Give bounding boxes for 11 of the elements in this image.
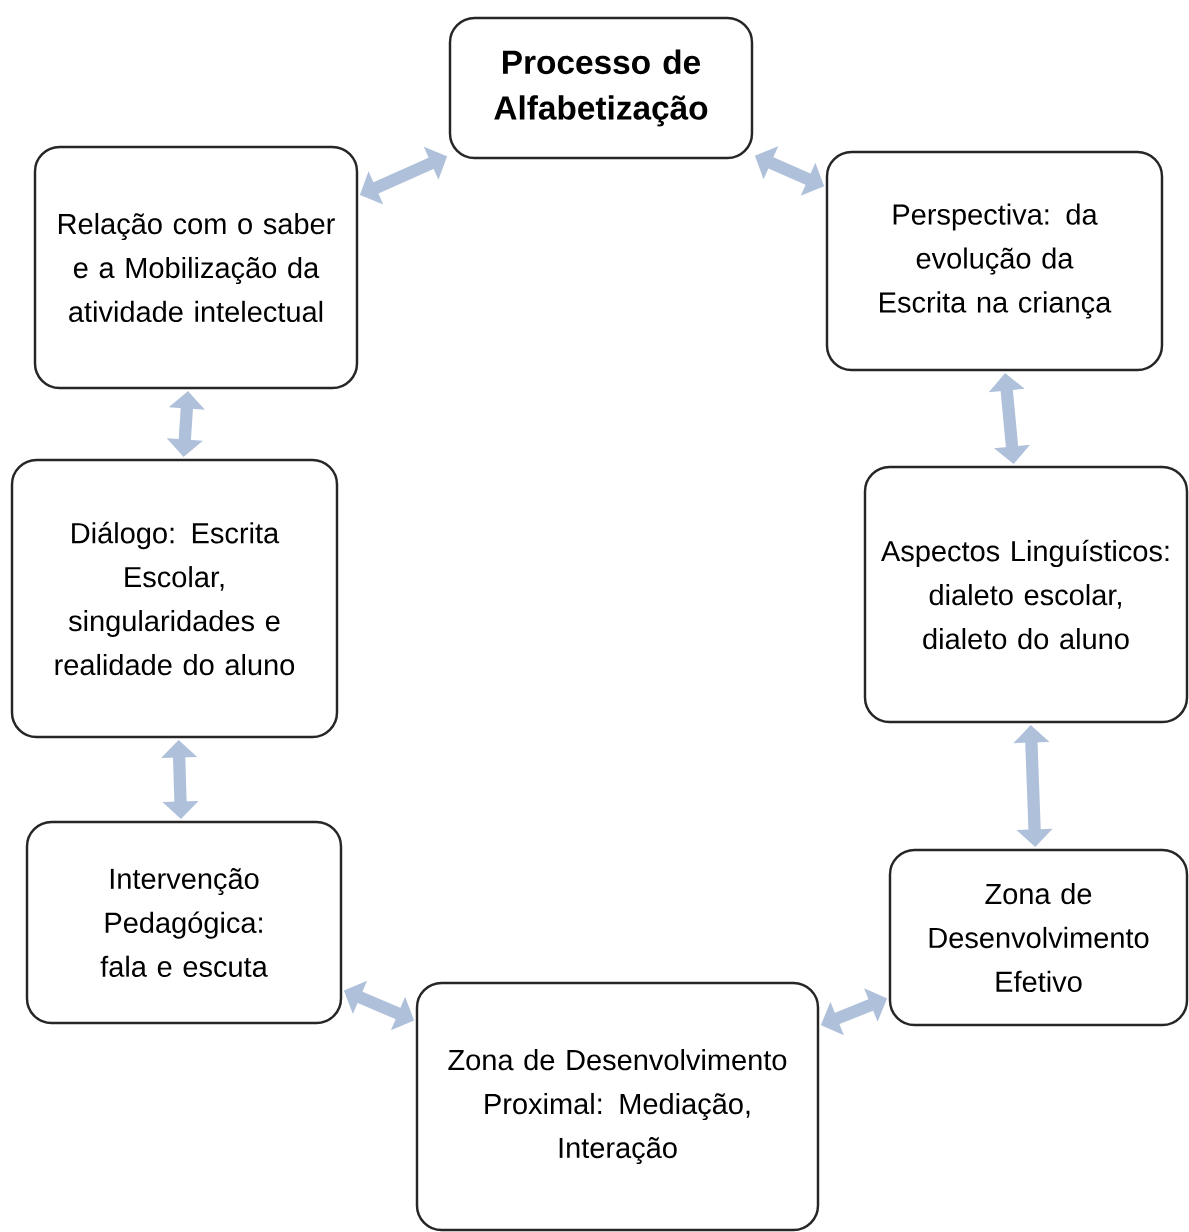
process-box: Zona de Desenvolvimento Proximal: Mediação, Interação	[415, 981, 820, 1232]
double-arrow	[988, 373, 1031, 464]
title-box: Processo de Alfabetização	[448, 16, 754, 160]
process-box: Zona de Desenvolvimento Efetivo	[888, 848, 1189, 1027]
double-arrow	[161, 740, 199, 819]
process-box: Relação com o saber e a Mobilização da atividade intelectual	[33, 145, 359, 390]
process-box: Perspectiva: da evolução da Escrita na criança	[825, 150, 1164, 372]
double-arrow	[1013, 725, 1053, 847]
process-box: Aspectos Linguísticos: dialeto escolar, dialeto do aluno	[863, 465, 1189, 724]
process-box: Intervenção Pedagógica: fala e escuta	[25, 820, 343, 1025]
process-box: Diálogo: Escrita Escolar, singularidades e realidade do aluno	[10, 458, 339, 739]
